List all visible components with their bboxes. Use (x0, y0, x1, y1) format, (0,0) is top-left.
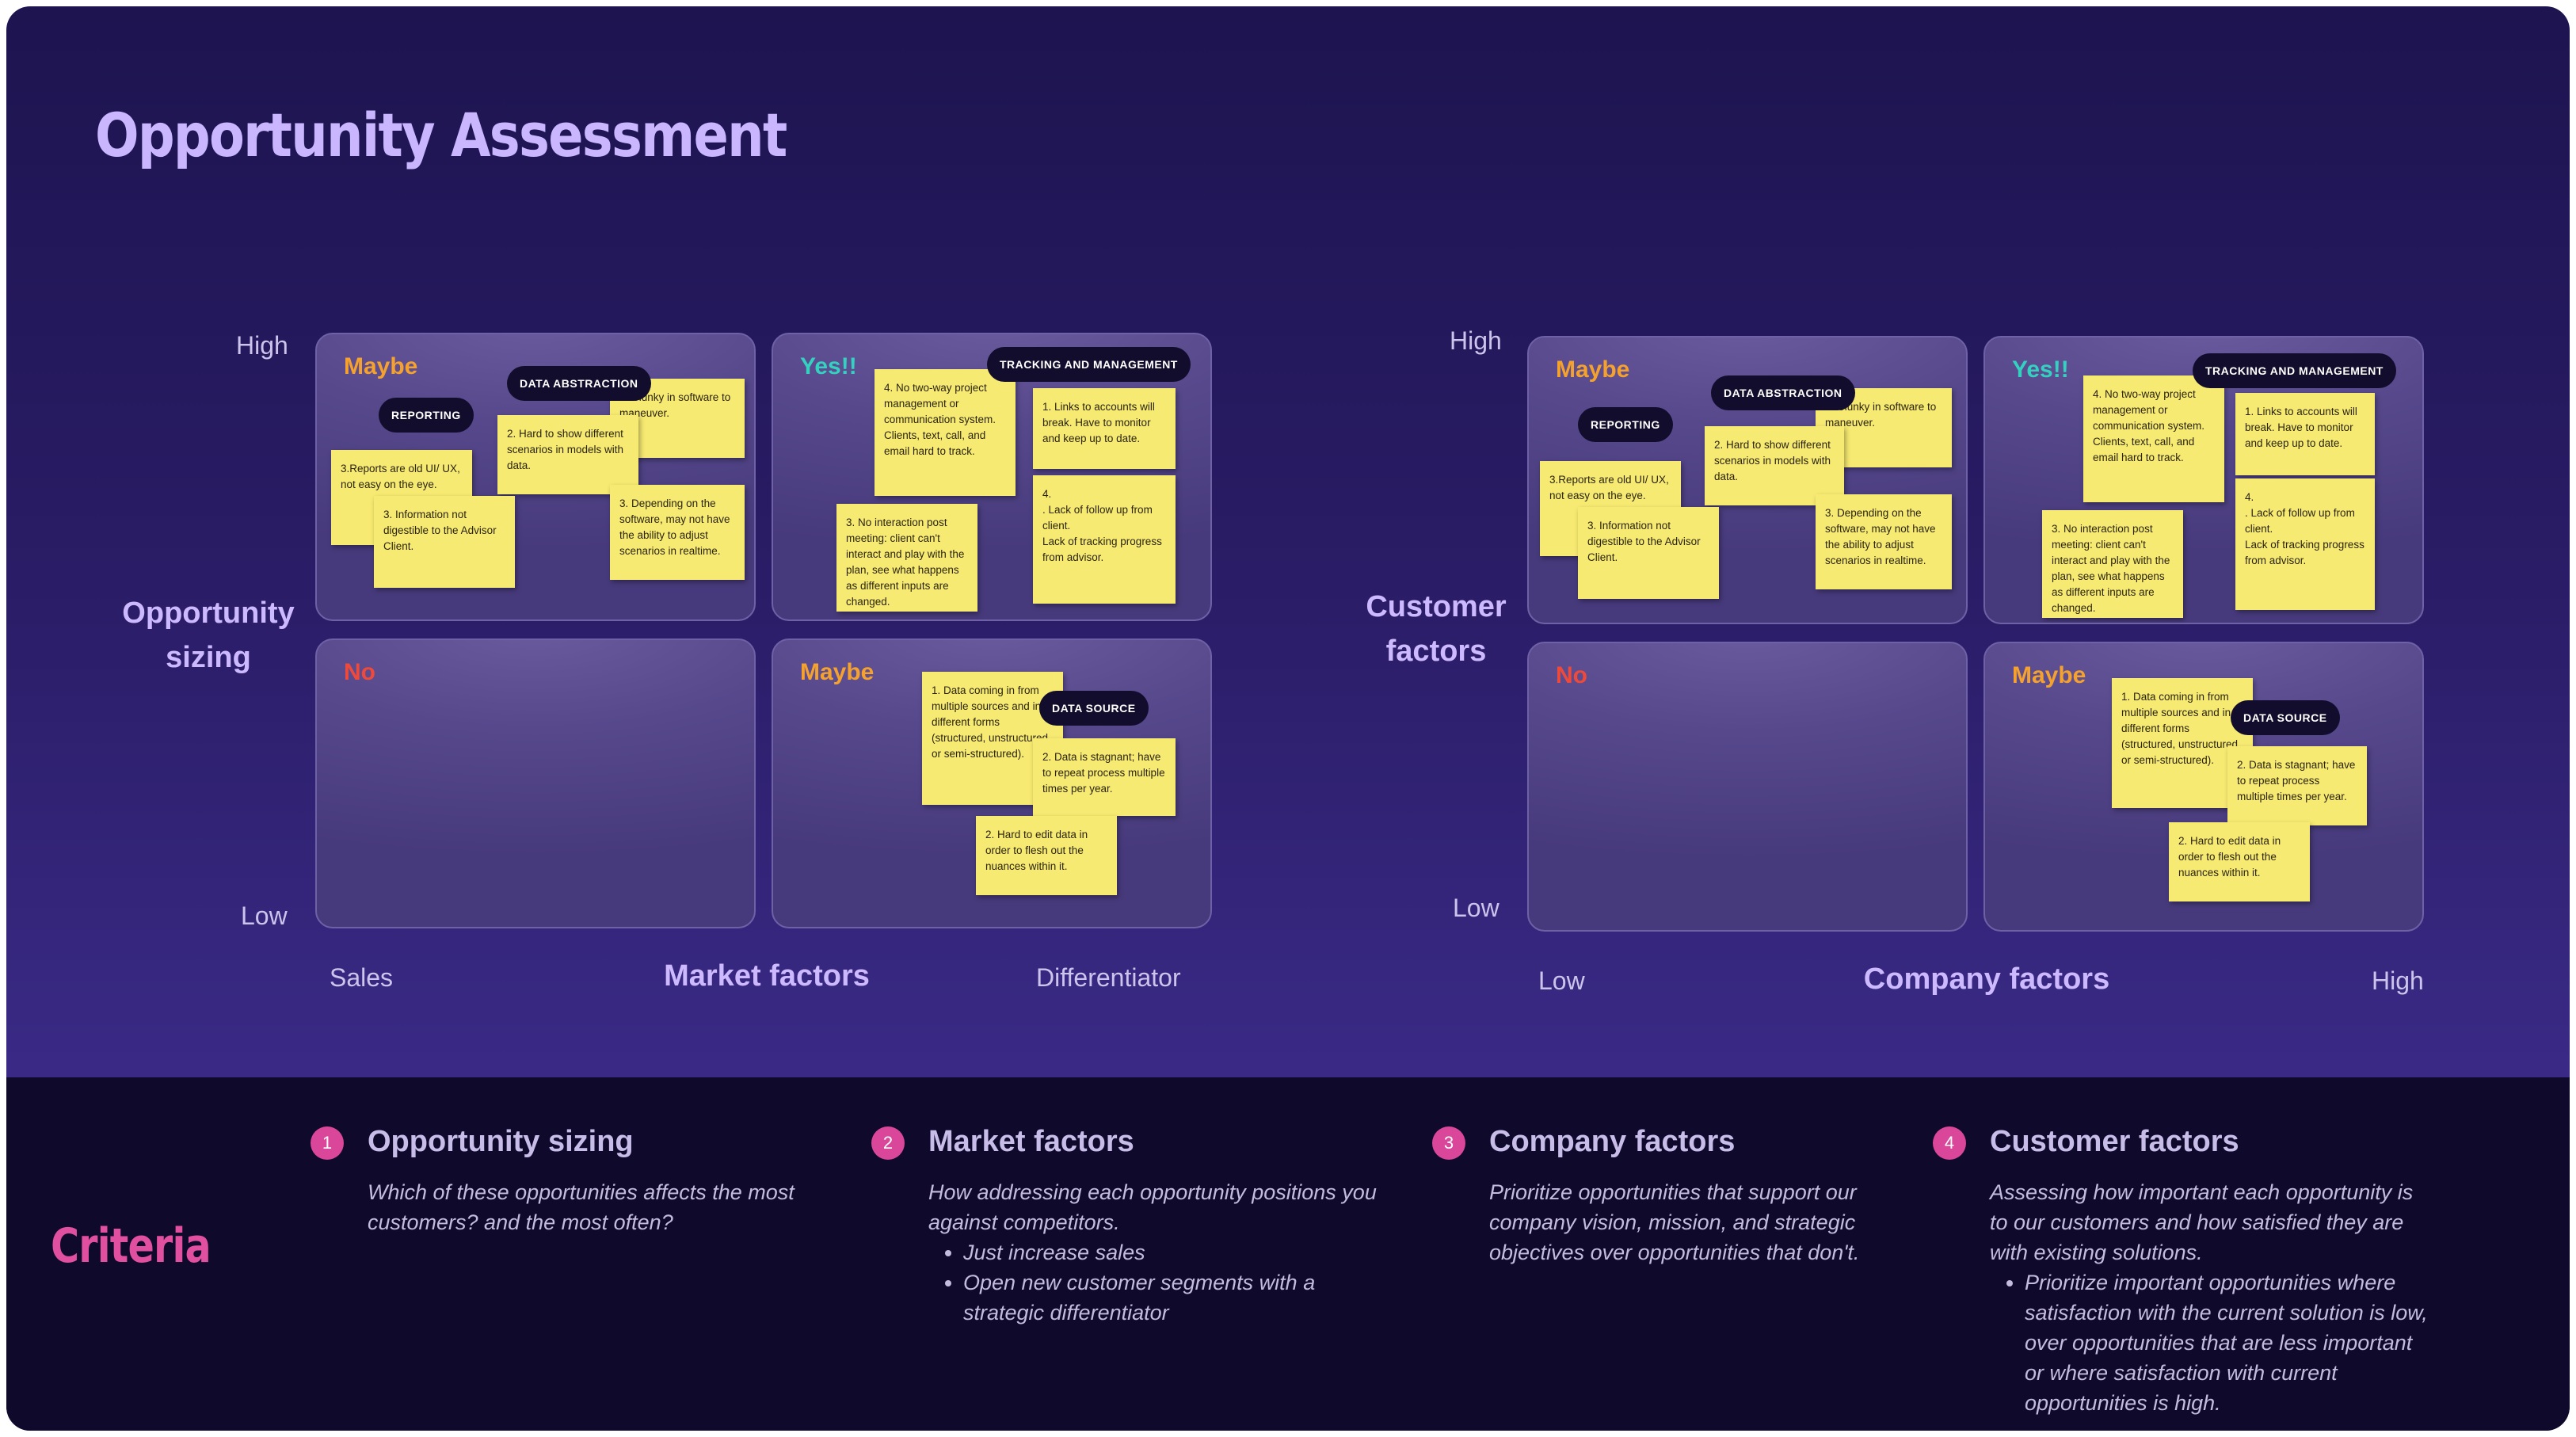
tag-data-abstraction[interactable]: DATA ABSTRACTION (507, 366, 651, 401)
tag-data-source[interactable]: DATA SOURCE (2231, 700, 2340, 735)
right-x-axis-title: Company factors (1863, 962, 2110, 996)
right-quadrant-top-left[interactable]: Maybe REPORTING DATA ABSTRACTION 2. Clun… (1527, 336, 1968, 624)
sticky-note[interactable]: 3. No interaction post meeting: client c… (2042, 510, 2183, 618)
criterion-title: Customer factors (1990, 1125, 2239, 1158)
left-y-low-label: Low (241, 901, 288, 930)
right-quadrant-bottom-left[interactable]: No (1527, 642, 1968, 932)
sticky-note[interactable]: 1. Data coming in from multiple sources … (2112, 678, 2253, 808)
left-x-axis-title: Market factors (664, 959, 870, 993)
criterion-description: Assessing how important each opportunity… (1990, 1177, 2433, 1418)
tag-data-abstraction[interactable]: DATA ABSTRACTION (1711, 375, 1855, 410)
criterion-title: Company factors (1489, 1125, 1736, 1158)
criteria-panel: Criteria 1 Opportunity sizing Which of t… (6, 1077, 2570, 1431)
sticky-note[interactable]: 1. Links to accounts will break. Have to… (1033, 388, 1176, 469)
sticky-note[interactable]: 3. No interaction post meeting: client c… (836, 504, 977, 612)
quadrant-label: No (1556, 662, 1587, 688)
criterion-number: 4 (1933, 1126, 1966, 1160)
sticky-note[interactable]: 4. . Lack of follow up from client. Lack… (1033, 475, 1176, 604)
sticky-note[interactable]: 2. Hard to show different scenarios in m… (1705, 426, 1844, 505)
right-y-low-label: Low (1453, 894, 1499, 922)
criterion-number: 1 (311, 1126, 344, 1160)
sticky-note[interactable]: 1. Links to accounts will break. Have to… (2235, 393, 2375, 475)
left-x-high-label: Differentiator (1036, 963, 1181, 992)
quadrant-label: Yes!! (800, 353, 857, 379)
sticky-note[interactable]: 4. No two-way project management or comm… (2083, 375, 2224, 502)
sticky-note[interactable]: 2. Data is stagnant; have to repeat proc… (1033, 738, 1176, 816)
sticky-note[interactable]: 2. Hard to show different scenarios in m… (497, 415, 638, 494)
criterion-bullet: Just increase sales (963, 1237, 1396, 1267)
left-quadrant-bottom-right[interactable]: Maybe 1. Data coming in from multiple so… (772, 638, 1212, 928)
quadrant-label: Maybe (800, 659, 875, 685)
quadrant-label: No (344, 659, 375, 685)
sticky-note[interactable]: 4. No two-way project management or comm… (875, 369, 1016, 496)
left-x-low-label: Sales (330, 963, 394, 992)
quadrant-label: Maybe (1556, 356, 1630, 383)
criterion-title: Opportunity sizing (368, 1125, 634, 1158)
right-y-high-label: High (1450, 326, 1502, 355)
tag-tracking-and-management[interactable]: TRACKING AND MANAGEMENT (987, 347, 1191, 382)
left-quadrant-top-right[interactable]: Yes!! TRACKING AND MANAGEMENT 4. No two-… (772, 333, 1212, 621)
quadrant-label: Maybe (2012, 662, 2086, 688)
left-quadrant-bottom-left[interactable]: No (315, 638, 756, 928)
criterion-bullet: Prioritize important opportunities where… (2025, 1267, 2433, 1418)
right-x-high-label: High (2372, 966, 2424, 995)
criterion-description: How addressing each opportunity position… (928, 1177, 1396, 1328)
left-y-axis-title: Opportunity sizing (122, 597, 295, 674)
criterion-description: Which of these opportunities affects the… (368, 1180, 795, 1234)
left-y-high-label: High (236, 331, 288, 360)
sticky-note[interactable]: 2. Hard to edit data in order to flesh o… (2169, 822, 2310, 901)
page-title: Opportunity Assessment (95, 100, 787, 170)
tag-data-source[interactable]: DATA SOURCE (1039, 691, 1149, 726)
right-y-axis-title: Customer factors (1366, 590, 1507, 668)
sticky-note[interactable]: 4. . Lack of follow up from client. Lack… (2235, 478, 2375, 610)
criterion-title: Market factors (928, 1125, 1134, 1158)
board-frame: Opportunity Assessment High Low Opportun… (6, 6, 2570, 1431)
criterion-number: 3 (1432, 1126, 1465, 1160)
quadrant-label: Yes!! (2012, 356, 2069, 383)
sticky-note[interactable]: 2. Data is stagnant; have to repeat proc… (2227, 746, 2367, 825)
tag-reporting[interactable]: REPORTING (379, 398, 474, 433)
right-quadrant-bottom-right[interactable]: Maybe 1. Data coming in from multiple so… (1983, 642, 2424, 932)
tag-reporting[interactable]: REPORTING (1578, 407, 1673, 442)
sticky-note[interactable]: 3. Information not digestible to the Adv… (1578, 507, 1719, 599)
right-x-low-label: Low (1538, 966, 1585, 995)
sticky-note[interactable]: 3. Information not digestible to the Adv… (374, 496, 515, 588)
tag-tracking-and-management[interactable]: TRACKING AND MANAGEMENT (2193, 353, 2396, 388)
right-quadrant-top-right[interactable]: Yes!! TRACKING AND MANAGEMENT 4. No two-… (1983, 336, 2424, 624)
criteria-heading: Criteria (51, 1218, 211, 1274)
criterion-bullet: Open new customer segments with a strate… (963, 1267, 1396, 1328)
sticky-note[interactable]: 2. Hard to edit data in order to flesh o… (976, 816, 1117, 895)
left-quadrant-top-left[interactable]: Maybe REPORTING DATA ABSTRACTION 2. Clun… (315, 333, 756, 621)
sticky-note[interactable]: 3. Depending on the software, may not ha… (610, 485, 745, 580)
sticky-note[interactable]: 3. Depending on the software, may not ha… (1816, 494, 1952, 589)
criterion-description: Prioritize opportunities that support ou… (1489, 1180, 1860, 1264)
criterion-number: 2 (871, 1126, 905, 1160)
quadrant-label: Maybe (344, 353, 418, 379)
